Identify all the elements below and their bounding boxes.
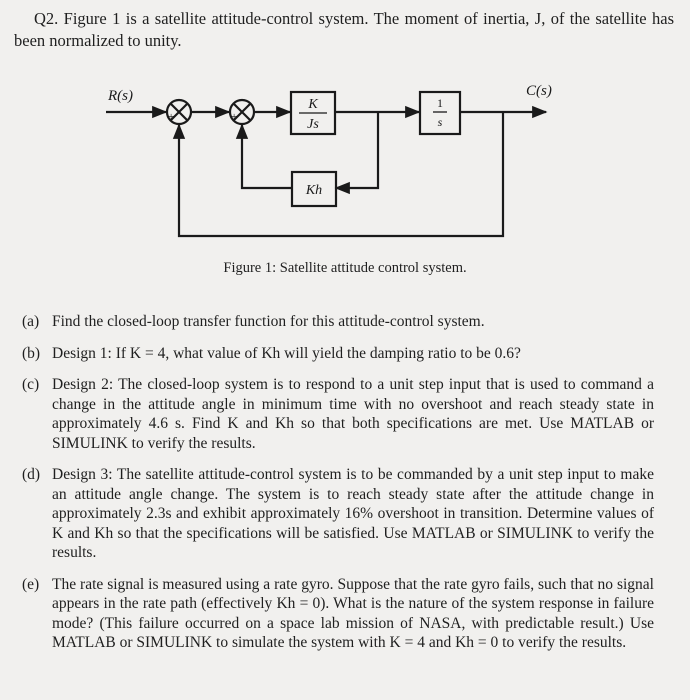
block1-numerator: K <box>307 97 318 112</box>
part-text: Design 3: The satellite attitude-control… <box>52 466 654 561</box>
sum1-sign: + <box>168 111 174 123</box>
question-parts: (a) Find the closed-loop transfer functi… <box>22 312 654 665</box>
part-text: Find the closed-loop transfer function f… <box>52 313 485 330</box>
input-label: R(s) <box>107 88 133 104</box>
block2-numerator: 1 <box>437 96 443 110</box>
question-intro: Q2. Figure 1 is a satellite attitude-con… <box>14 8 674 52</box>
rate-feedback-in-line <box>334 112 380 195</box>
part-text: Design 1: If K = 4, what value of Kh wil… <box>52 344 521 362</box>
block2-denominator: s <box>438 115 443 129</box>
sum2-sign: + <box>231 111 237 123</box>
part-b: (b) Design 1: If K = 4, what value of Kh… <box>22 344 654 364</box>
rate-feedback-out-line <box>235 123 292 190</box>
part-a: (a) Find the closed-loop transfer functi… <box>22 312 654 332</box>
part-label: (d) <box>22 466 41 483</box>
part-label: (c) <box>22 376 40 393</box>
part-e: (e) The rate signal is measured using a … <box>22 575 654 653</box>
part-label: (a) <box>22 313 40 330</box>
block-diagram: R(s) C(s) + + K Js 1 s Kh <box>106 83 552 238</box>
output-label: C(s) <box>526 83 552 99</box>
part-d: (d) Design 3: The satellite attitude-con… <box>22 465 654 563</box>
feedback-gain-label: Kh <box>305 183 322 198</box>
part-label: (e) <box>22 575 40 593</box>
figure-caption: Figure 1: Satellite attitude control sys… <box>223 260 467 276</box>
question-number: Q2. <box>34 9 59 28</box>
unity-feedback-line <box>172 112 505 238</box>
part-text: The rate signal is measured using a rate… <box>52 575 654 652</box>
question-intro-text: Figure 1 is a satellite attitude-control… <box>14 9 674 50</box>
block1-denominator: Js <box>307 117 319 132</box>
part-text: Design 2: The closed-loop system is to r… <box>52 376 654 452</box>
part-c: (c) Design 2: The closed-loop system is … <box>22 375 654 453</box>
part-label: (b) <box>22 344 41 362</box>
